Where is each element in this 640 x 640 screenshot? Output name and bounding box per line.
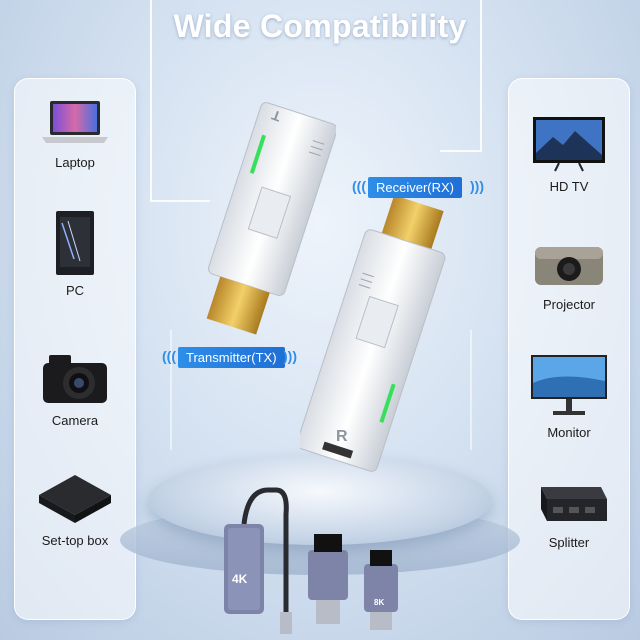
right-device-panel: HD TV Projector Monitor Splitter: [508, 78, 630, 620]
device-label: Projector: [542, 297, 596, 312]
adapter-4k-label: 4K: [232, 572, 248, 586]
device-monitor: Monitor: [509, 353, 629, 440]
decor-line: [150, 200, 210, 202]
tv-icon: [533, 117, 605, 172]
device-label: Splitter: [548, 535, 590, 550]
device-label: Set-top box: [41, 533, 109, 548]
device-label: PC: [65, 283, 85, 298]
page-title: Wide Compatibility: [173, 8, 467, 44]
device-set-top-box: Set-top box: [15, 471, 135, 548]
monitor-icon: [531, 355, 607, 415]
device-pc: PC: [15, 209, 135, 298]
camera-icon: [43, 355, 107, 403]
receiver-label: Receiver(RX): [376, 180, 455, 195]
transmitter-dongle: [206, 102, 336, 335]
device-label: HD TV: [549, 179, 589, 194]
decor-line: [150, 0, 152, 200]
set-top-box-icon: [39, 475, 111, 523]
transmitter-tag: Transmitter(TX): [178, 347, 285, 368]
adapter-accessories: [224, 487, 398, 634]
decor-line: [440, 150, 482, 152]
splitter-icon: [541, 487, 607, 521]
decor-line: [170, 330, 172, 450]
signal-wave-icon: ))): [470, 178, 484, 194]
device-projector: Projector: [509, 237, 629, 312]
device-hd-tv: HD TV: [509, 115, 629, 194]
left-device-panel: Laptop PC Camera Set-top box: [14, 78, 136, 620]
device-label: Laptop: [55, 155, 95, 170]
decor-line: [480, 0, 482, 150]
platform: [148, 455, 492, 545]
decor-line: [470, 330, 472, 450]
signal-wave-icon: (((: [352, 178, 366, 194]
device-camera: Camera: [15, 349, 135, 428]
projector-icon: [535, 247, 603, 285]
device-laptop: Laptop: [15, 97, 135, 170]
pc-tower-icon: [56, 211, 94, 275]
laptop-icon: [42, 101, 108, 143]
transmitter-label: Transmitter(TX): [186, 350, 277, 365]
device-splitter: Splitter: [509, 481, 629, 550]
adapter-8k-label: 8K: [374, 598, 385, 607]
receiver-dongle: [300, 195, 446, 472]
device-label: Monitor: [547, 425, 591, 440]
receiver-tag: Receiver(RX): [368, 177, 463, 198]
signal-wave-icon: ))): [283, 348, 297, 364]
device-label: Camera: [51, 413, 99, 428]
signal-wave-icon: (((: [162, 348, 176, 364]
receiver-letter: R: [336, 428, 348, 445]
